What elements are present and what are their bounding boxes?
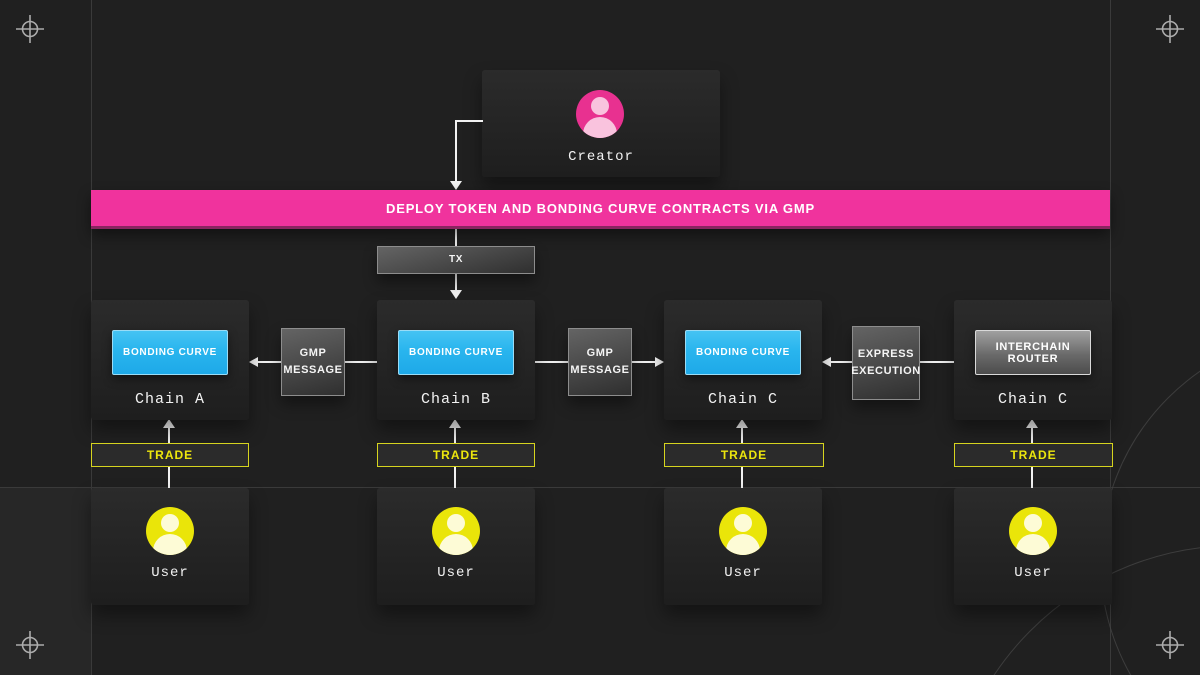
crosshair-mark-top-right [1156,15,1184,43]
flow-line [741,467,743,488]
flow-line [454,467,456,488]
person-icon [576,90,624,138]
user-node: User [954,488,1112,605]
flow-line [455,120,457,182]
user-node: User [377,488,535,605]
flow-arrow-up [1026,419,1038,428]
flow-line [454,427,456,443]
flow-line [257,361,281,363]
router-chain-label: Chain C [997,391,1068,408]
chain-a-label: Chain A [134,391,205,408]
flow-line [830,361,852,363]
user-label: User [1014,565,1052,581]
chain-c-card: BONDING CURVE Chain C [664,300,822,420]
gmp-message-node: GMP MESSAGE [568,328,632,396]
flow-arrow-left [249,357,258,367]
trade-node: TRADE [91,443,249,467]
user-node: User [91,488,249,605]
flow-arrow-up [736,419,748,428]
crosshair-mark-bottom-left [16,631,44,659]
interchain-router-button: INTERCHAIN ROUTER [975,330,1091,375]
tx-node: TX [377,246,535,274]
interchain-router-card: INTERCHAIN ROUTER Chain C [954,300,1112,420]
bonding-curve-button: BONDING CURVE [398,330,514,375]
user-node: User [664,488,822,605]
flow-arrow-up [449,419,461,428]
flow-line [741,427,743,443]
person-icon [719,507,767,555]
user-label: User [724,565,762,581]
bonding-curve-button: BONDING CURVE [685,330,801,375]
trade-node: TRADE [954,443,1113,467]
flow-line [920,361,954,363]
chain-b-card: BONDING CURVE Chain B [377,300,535,420]
flow-line [345,361,377,363]
flow-line [168,467,170,488]
trade-node: TRADE [377,443,535,467]
deploy-banner: DEPLOY TOKEN AND BONDING CURVE CONTRACTS… [91,190,1110,229]
creator-node: Creator [482,70,720,177]
flow-line [1031,467,1033,488]
flow-line [455,274,457,291]
flow-line [1031,427,1033,443]
background-strip [0,488,91,675]
flow-line [632,361,656,363]
flow-line [535,361,568,363]
flow-arrow-down [450,290,462,299]
bonding-curve-button: BONDING CURVE [112,330,228,375]
creator-label: Creator [568,149,634,165]
flow-line [455,229,457,246]
user-label: User [151,565,189,581]
flow-arrow-down [450,181,462,190]
person-icon [146,507,194,555]
crosshair-mark-bottom-right [1156,631,1184,659]
person-icon [1009,507,1057,555]
chain-b-label: Chain B [420,391,491,408]
crosshair-mark-top-left [16,15,44,43]
flow-arrow-right [655,357,664,367]
flow-arrow-left [822,357,831,367]
chain-a-card: BONDING CURVE Chain A [91,300,249,420]
person-icon [432,507,480,555]
gmp-message-node: GMP MESSAGE [281,328,345,396]
flow-line [455,120,483,122]
user-label: User [437,565,475,581]
flow-line [168,427,170,443]
flow-arrow-up [163,419,175,428]
chain-c-label: Chain C [707,391,778,408]
grid-line-horizontal [0,487,1200,488]
trade-node: TRADE [664,443,824,467]
express-execution-node: EXPRESS EXECUTION [851,326,920,400]
